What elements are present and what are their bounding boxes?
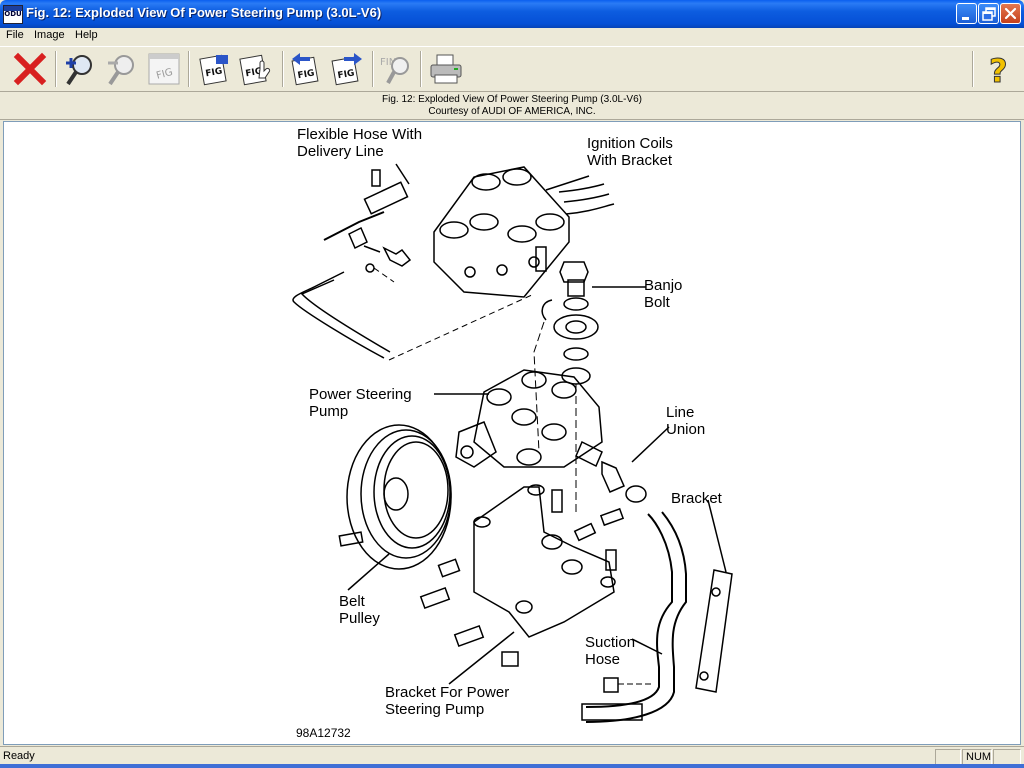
find-button[interactable]: FIND <box>380 51 416 87</box>
figure-id: 98A12732 <box>296 726 351 740</box>
hose-bracket <box>695 569 733 693</box>
fit-figure-icon: FIG <box>148 53 180 85</box>
pump-flange <box>455 421 497 468</box>
status-panel-num: NUM <box>962 749 992 765</box>
toolbar-separator <box>420 51 422 87</box>
menu-file[interactable]: File <box>6 29 24 41</box>
window-title: Fig. 12: Exploded View Of Power Steering… <box>26 5 382 20</box>
previous-figure-icon: FIG <box>291 53 319 86</box>
status-text: Ready <box>3 750 35 762</box>
figure-list-button[interactable]: FIG <box>196 51 232 87</box>
close-figure-button[interactable] <box>12 51 48 87</box>
caption-title: Fig. 12: Exploded View Of Power Steering… <box>382 94 642 105</box>
title-bar: ODU Fig. 12: Exploded View Of Power Stee… <box>0 0 1024 28</box>
svg-text:FIG: FIG <box>297 68 315 81</box>
label-bracket: Bracket <box>671 490 722 507</box>
ignition-coils <box>433 166 570 298</box>
bracket-nut <box>501 651 519 667</box>
find-icon: FIND <box>380 57 409 84</box>
toolbar-separator <box>972 51 974 87</box>
app-icon[interactable]: ODU <box>3 5 23 24</box>
zoom-out-button[interactable] <box>104 51 140 87</box>
previous-figure-button[interactable]: FIG <box>288 51 324 87</box>
banjo-fitting <box>553 314 599 340</box>
minimize-button[interactable] <box>956 3 977 24</box>
svg-text:FIG: FIG <box>337 68 355 81</box>
menu-image[interactable]: Image <box>34 29 65 41</box>
figure-caption: Fig. 12: Exploded View Of Power Steering… <box>0 92 1024 120</box>
minimize-icon <box>962 17 969 20</box>
coil-bolt <box>535 246 547 272</box>
figure-list-icon: FIG <box>199 54 228 86</box>
suction-hose <box>585 513 673 708</box>
menu-bar: File Image Help <box>0 28 1024 46</box>
pump-body <box>473 369 603 468</box>
svg-text:FIG: FIG <box>205 66 223 79</box>
svg-text:FIG: FIG <box>245 66 263 79</box>
pulley-bolt <box>338 531 364 547</box>
restore-icon <box>982 7 996 21</box>
close-icon <box>1004 7 1017 20</box>
select-figure-button[interactable]: FIG <box>238 51 274 87</box>
zoom-out-icon <box>108 55 134 86</box>
red-x-icon <box>13 52 47 86</box>
hose-bolt <box>371 169 381 187</box>
zoom-in-icon <box>66 55 92 86</box>
svg-text:?: ? <box>989 52 1008 87</box>
toolbar-separator <box>55 51 57 87</box>
fit-figure-button[interactable]: FIG <box>146 51 182 87</box>
printer-icon <box>430 54 462 84</box>
next-figure-icon: FIG <box>331 53 362 86</box>
hand-figure-icon: FIG <box>239 54 271 86</box>
menu-help[interactable]: Help <box>75 29 98 41</box>
question-mark-icon: ? <box>989 52 1009 91</box>
status-bar: Ready NUM <box>0 746 1024 768</box>
taskbar-edge <box>0 764 1024 768</box>
hose-fitting <box>363 181 409 215</box>
pump-bracket <box>473 486 615 638</box>
toolbar-separator <box>188 51 190 87</box>
status-panel-caps <box>935 749 961 765</box>
bracket-bolt <box>551 489 563 513</box>
zoom-in-button[interactable] <box>62 51 98 87</box>
toolbar: FIG FIG FIG FIG FIG <box>0 46 1024 92</box>
restore-button[interactable] <box>978 3 999 24</box>
close-window-button[interactable] <box>1000 3 1021 24</box>
status-panel-scroll <box>993 749 1021 765</box>
delivery-line <box>292 271 385 359</box>
exploded-view-diagram <box>292 163 733 723</box>
banjo-bolt <box>559 261 589 283</box>
caption-courtesy: Courtesy of AUDI OF AMERICA, INC. <box>428 106 596 117</box>
app-icon-text: ODU <box>4 10 22 18</box>
line-union <box>601 460 625 493</box>
help-button[interactable]: ? <box>980 51 1016 91</box>
svg-text:FIG: FIG <box>155 67 174 82</box>
washer <box>563 297 589 311</box>
hose-clamp-bolt <box>603 677 619 693</box>
toolbar-separator <box>282 51 284 87</box>
next-figure-button[interactable]: FIG <box>330 51 366 87</box>
print-button[interactable] <box>428 51 464 87</box>
toolbar-separator <box>372 51 374 87</box>
